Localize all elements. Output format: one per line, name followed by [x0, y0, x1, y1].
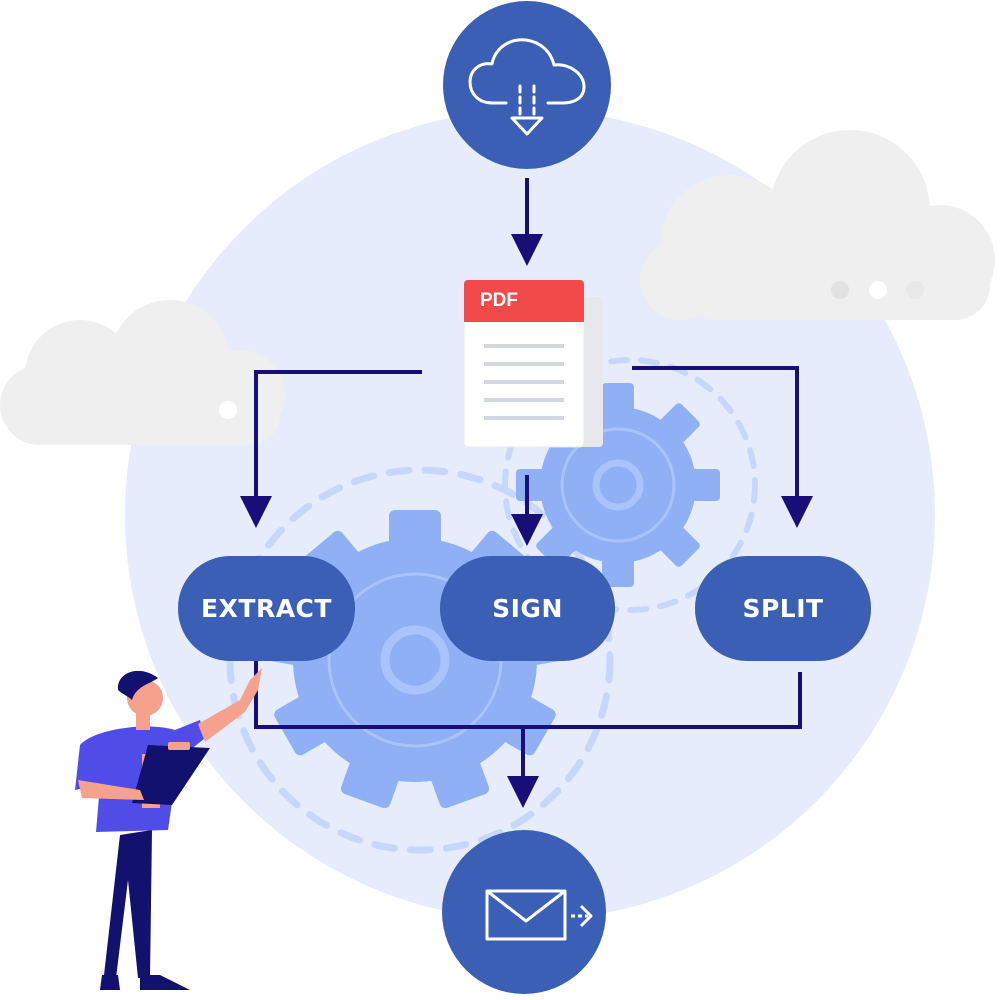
cloud-download-icon	[468, 38, 586, 136]
email-send-icon	[485, 889, 593, 941]
extract-node	[178, 556, 355, 661]
arrow-pdf-to-extract	[240, 370, 422, 528]
right-background-cloud	[640, 130, 995, 320]
connector-extract-split-merge	[254, 660, 802, 729]
arrow-pdf-to-split	[632, 366, 813, 528]
email-send-node	[442, 830, 606, 994]
sign-label: SIGN	[492, 594, 563, 623]
left-background-cloud	[0, 300, 285, 445]
person-with-clipboard	[75, 668, 262, 990]
pdf-document-icon	[463, 279, 603, 448]
split-label: SPLIT	[742, 594, 824, 623]
cloud-download-node	[443, 1, 611, 169]
flow-arrows	[240, 178, 813, 808]
sign-node	[440, 556, 615, 661]
extract-label: EXTRACT	[201, 594, 332, 623]
split-node	[695, 556, 871, 661]
dashed-orbit-small	[502, 357, 758, 613]
pdf-tag-label: PDF	[480, 290, 518, 311]
